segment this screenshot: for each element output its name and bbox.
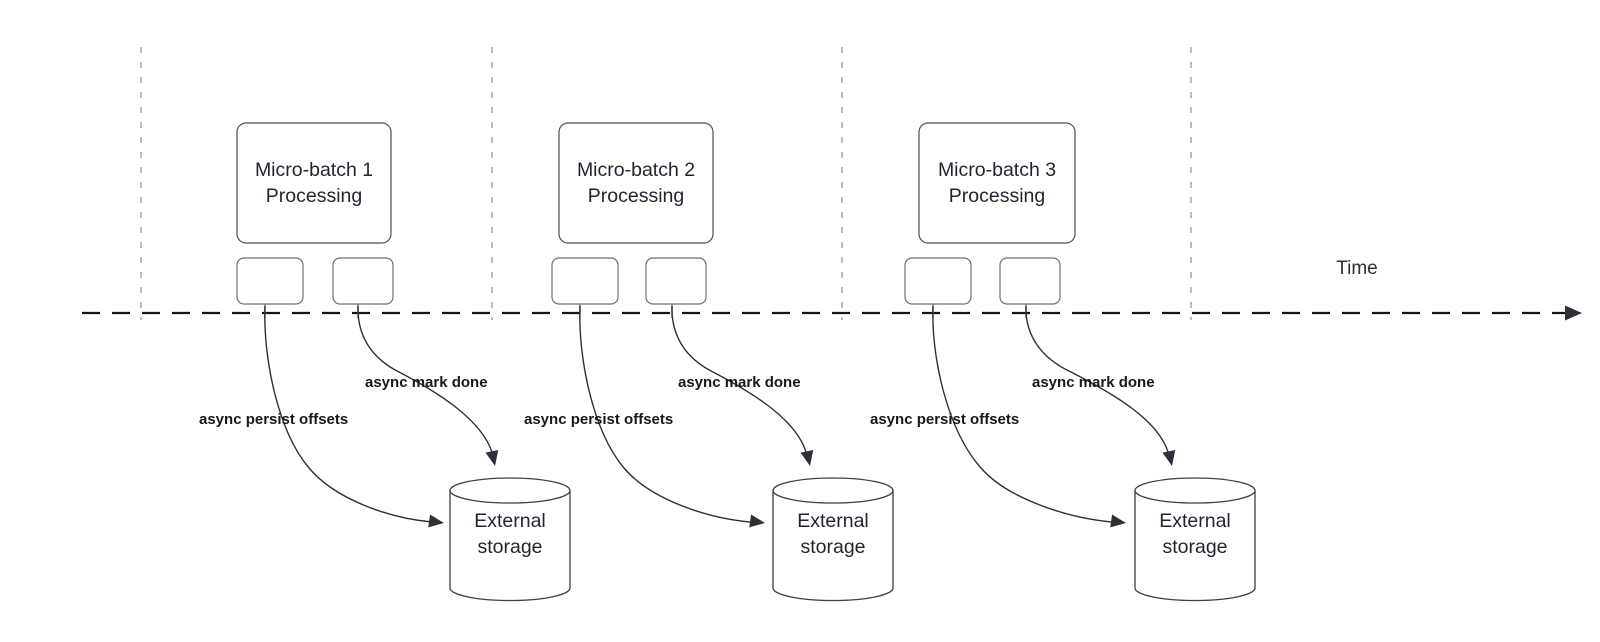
batch-boundary-lines: [140, 47, 1192, 320]
external-storage-1-top: [449, 477, 571, 504]
async-mark-done-edge-1: [357, 305, 493, 453]
async-mark-done-edge-1-label: async mark done: [365, 374, 488, 391]
async-mark-done-edge-3-arrowhead: [1162, 449, 1176, 466]
time-axis-label: Time: [1336, 258, 1378, 279]
external-storage-2-top: [772, 477, 894, 504]
async-persist-offsets-edge-1: [264, 305, 433, 523]
micro-batch-3-offset-commit-task[interactable]: [904, 257, 972, 305]
async-persist-offsets-edge-2: [579, 305, 751, 523]
async-persist-offsets-edge-3-label: async persist offsets: [870, 411, 1019, 428]
async-mark-done-edge-2-label: async mark done: [678, 374, 801, 391]
async-persist-offsets-edge-2-label: async persist offsets: [524, 411, 673, 428]
micro-batch-2-title-line1: Micro-batch 2: [577, 159, 695, 181]
external-storage-3-body[interactable]: [1134, 489, 1256, 602]
micro-batch-3-box[interactable]: [918, 122, 1076, 244]
micro-batch-1-title-line1: Micro-batch 1: [255, 159, 373, 181]
external-storage-3-label-line1: External: [1159, 510, 1231, 532]
async-persist-offsets-edge-1-arrowhead: [428, 514, 444, 528]
async-mark-done-edge-1-arrowhead: [485, 449, 499, 466]
async-mark-done-edge-2-arrowhead: [800, 449, 814, 466]
async-mark-done-edge-3: [1025, 305, 1169, 453]
micro-batch-1-box[interactable]: [236, 122, 392, 244]
external-storage-1-label-line2: storage: [477, 536, 542, 558]
async-persist-offsets-edge-1-label: async persist offsets: [199, 411, 348, 428]
micro-batch-2-box[interactable]: [558, 122, 714, 244]
micro-batch-1-mark-done-task[interactable]: [332, 257, 394, 305]
micro-batch-3-mark-done-task[interactable]: [999, 257, 1061, 305]
micro-batch-1-offset-commit-task[interactable]: [236, 257, 304, 305]
micro-batch-2-offset-commit-task[interactable]: [551, 257, 619, 305]
time-axis: [82, 305, 1582, 321]
external-storage-3-top: [1134, 477, 1256, 504]
external-storage-1-label-line1: External: [474, 510, 546, 532]
async-mark-done-edge-3-label: async mark done: [1032, 374, 1155, 391]
external-storage-2-body[interactable]: [772, 489, 894, 602]
async-edges: [264, 304, 1176, 528]
micro-batch-1-title-line2: Processing: [266, 185, 362, 207]
micro-batch-3-title-line1: Micro-batch 3: [938, 159, 1056, 181]
async-persist-offsets-edge-3-arrowhead: [1110, 514, 1126, 528]
time-axis-arrowhead: [1565, 305, 1582, 321]
async-persist-offsets-edge-2-arrowhead: [749, 514, 765, 528]
async-mark-done-edge-2: [671, 305, 807, 453]
micro-batch-2-mark-done-task[interactable]: [645, 257, 707, 305]
external-storage-2-label-line2: storage: [800, 536, 865, 558]
micro-batch-2-title-line2: Processing: [588, 185, 684, 207]
diagram-nodes: [236, 122, 1256, 602]
external-storage-3-label-line2: storage: [1162, 536, 1227, 558]
external-storage-2-label-line1: External: [797, 510, 869, 532]
async-persist-offsets-edge-3: [932, 305, 1113, 523]
micro-batch-3-title-line2: Processing: [949, 185, 1045, 207]
external-storage-1-body[interactable]: [449, 489, 571, 602]
